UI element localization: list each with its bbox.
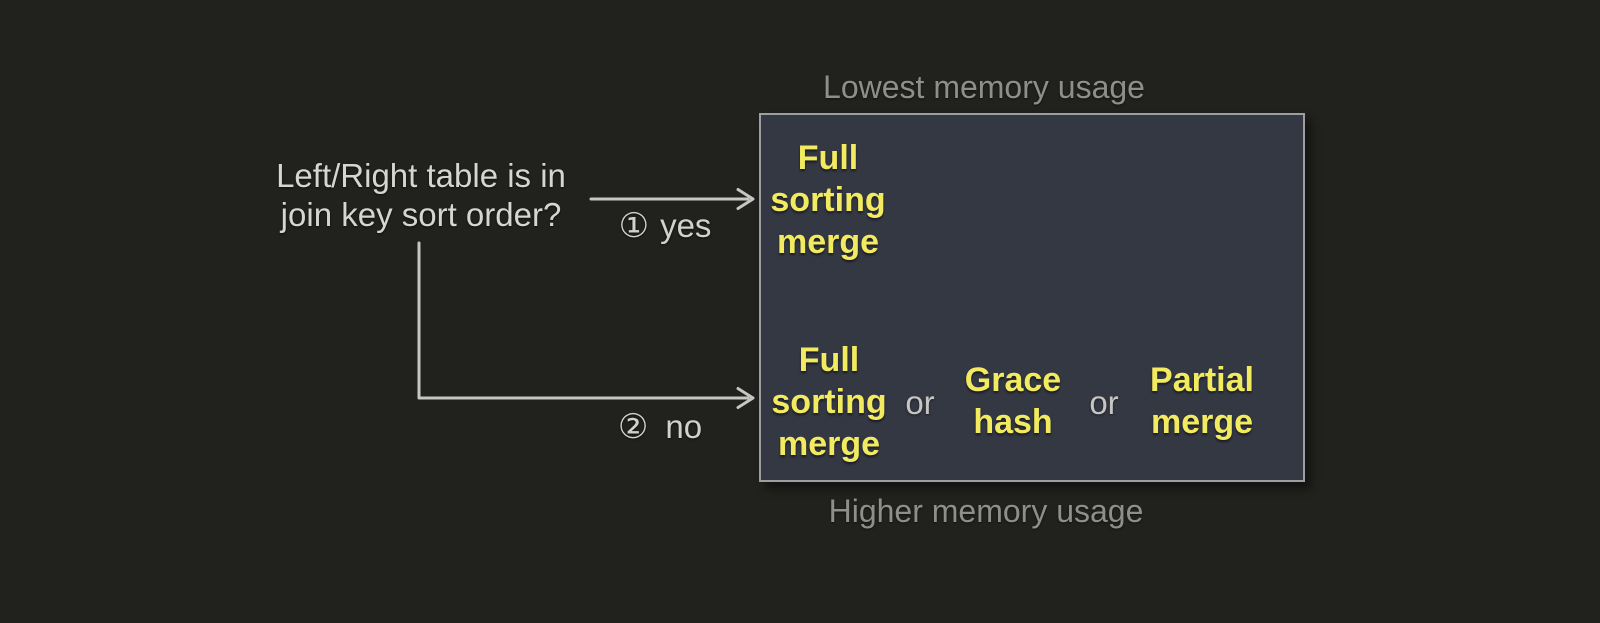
or-separator-1: or [905,384,935,421]
branch-label-no: ② no [580,407,740,447]
algorithm-full-sorting-merge-unsorted: Full sorting merge [771,341,887,463]
algorithm-full-sorting-merge-sorted: Full sorting merge [770,139,886,261]
no-arrow [417,241,755,409]
circled-one-icon: ① [618,207,650,245]
question-text: Left/Right table is in join key sort ord… [276,157,566,233]
branch-label-yes: ① yes [585,206,745,246]
circled-two-icon: ② [617,408,649,446]
branch-no-text: no [665,408,703,445]
or-separator-2: or [1089,384,1119,421]
branch-yes-text: yes [660,207,712,244]
higher-memory-label: Higher memory usage [828,493,1144,529]
algorithm-grace-hash: Grace hash [964,361,1062,441]
lowest-memory-label: Lowest memory usage [823,69,1145,105]
algorithms-box: Full sorting merge Full sorting merge or… [759,113,1305,482]
algorithm-partial-merge: Partial merge [1150,361,1254,441]
yes-arrow [589,188,755,210]
